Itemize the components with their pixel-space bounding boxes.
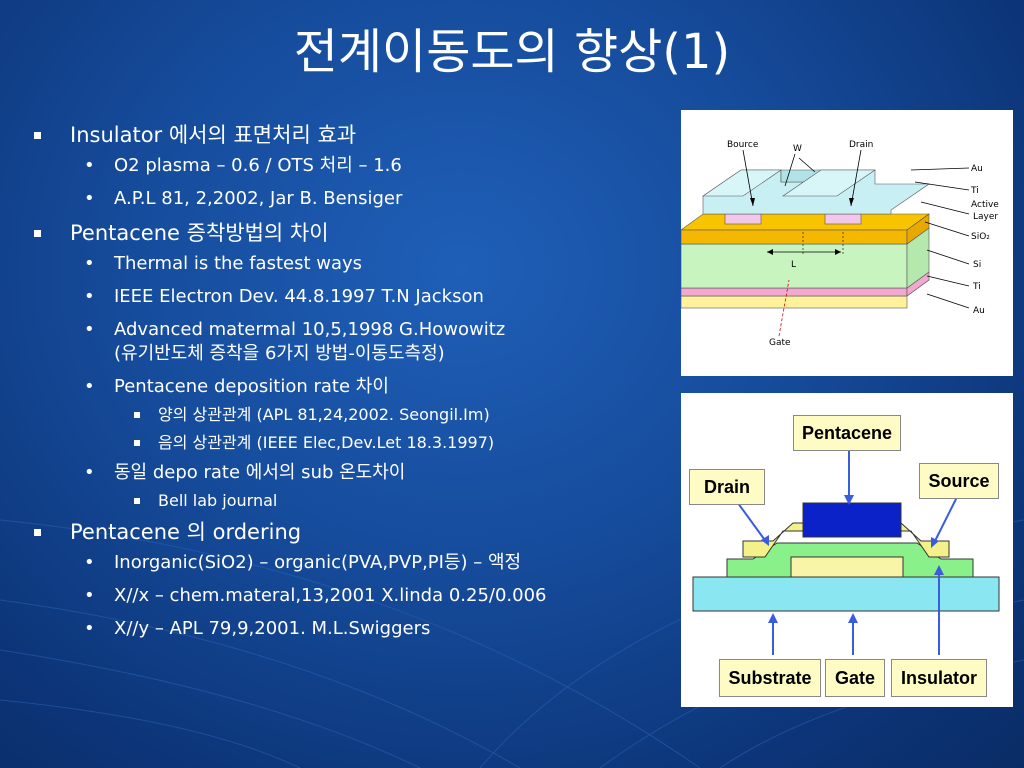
label-drain: Drain (689, 469, 765, 505)
dot-bullet-icon: • (84, 188, 95, 209)
slide-title: 전계이동도의 향상(1) (293, 24, 731, 80)
label-drain: Drain (849, 140, 874, 150)
list-item: •Advanced matermal 10,5,1998 G.Howowitz(… (84, 319, 506, 364)
otft-3d-drawing (681, 149, 970, 337)
square-bullet-icon (34, 230, 41, 237)
list-item: 음의 상관관계 (IEEE Elec,Dev.Let 18.3.1997) (28, 433, 688, 453)
label-ti-bottom: Ti (973, 282, 981, 292)
label-si: Si (973, 260, 982, 270)
label-source: Bource (727, 140, 759, 150)
dot-bullet-icon: • (84, 376, 95, 397)
list-item: •X//y – APL 79,9,2001. M.L.Swiggers (84, 618, 431, 639)
square-bullet-icon (134, 440, 140, 446)
label-sio2: SiO₂ (971, 232, 990, 242)
list-item: •동일 depo rate 에서의 sub 온도차이 (84, 462, 406, 483)
square-bullet-icon (34, 529, 41, 536)
label-ti-top: Ti (971, 186, 979, 196)
label-source: Source (919, 463, 999, 499)
dot-bullet-icon: • (84, 286, 95, 307)
list-item: •Inorganic(SiO2) – organic(PVA,PVP,PI등) … (84, 552, 522, 573)
label-active: Active (971, 200, 999, 210)
label-gate: Gate (769, 338, 791, 348)
square-bullet-icon (134, 412, 140, 418)
label-l: L (791, 260, 797, 270)
dot-bullet-icon: • (84, 462, 95, 483)
list-item: Insulator 에서의 표면처리 효과 (28, 122, 688, 148)
label-w: W (793, 144, 802, 154)
dot-bullet-icon: • (84, 618, 95, 639)
square-bullet-icon (34, 132, 41, 139)
label-au-top: Au (971, 164, 983, 174)
list-item: •Pentacene deposition rate 차이 (84, 376, 389, 397)
label-gate: Gate (825, 659, 885, 697)
list-item: Bell lab journal (28, 491, 688, 511)
list-item: •O2 plasma – 0.6 / OTS 처리 – 1.6 (84, 155, 402, 176)
label-layer: Layer (973, 212, 999, 222)
otft-layer-drawing (692, 451, 1000, 655)
label-au-bottom: Au (973, 306, 985, 316)
list-item: Pentacene 의 ordering (28, 519, 688, 545)
list-item: Pentacene 증착방법의 차이 (28, 220, 688, 246)
dot-bullet-icon: • (84, 585, 95, 606)
list-item: •Thermal is the fastest ways (84, 253, 363, 274)
label-substrate: Substrate (719, 659, 821, 697)
dot-bullet-icon: • (84, 155, 95, 176)
list-item: •IEEE Electron Dev. 44.8.1997 T.N Jackso… (84, 286, 484, 307)
otft-3d-diagram: Bource Drain W L Gate Au Ti Active Layer… (681, 110, 1013, 376)
square-bullet-icon (134, 498, 140, 504)
otft-layer-diagram: Pentacene Drain Source Substrate Gate In… (681, 393, 1013, 707)
list-item: 양의 상관관계 (APL 81,24,2002. Seongil.Im) (28, 405, 688, 425)
bullet-list: Insulator 에서의 표면처리 효과 •O2 plasma – 0.6 /… (28, 122, 688, 650)
dot-bullet-icon: • (84, 552, 95, 573)
list-item: •A.P.L 81, 2,2002, Jar B. Bensiger (84, 188, 403, 209)
list-item: •X//x – chem.materal,13,2001 X.linda 0.2… (84, 585, 547, 606)
label-insulator: Insulator (891, 659, 987, 697)
dot-bullet-icon: • (84, 253, 95, 274)
dot-bullet-icon: • (84, 319, 95, 340)
label-pentacene: Pentacene (793, 415, 901, 451)
